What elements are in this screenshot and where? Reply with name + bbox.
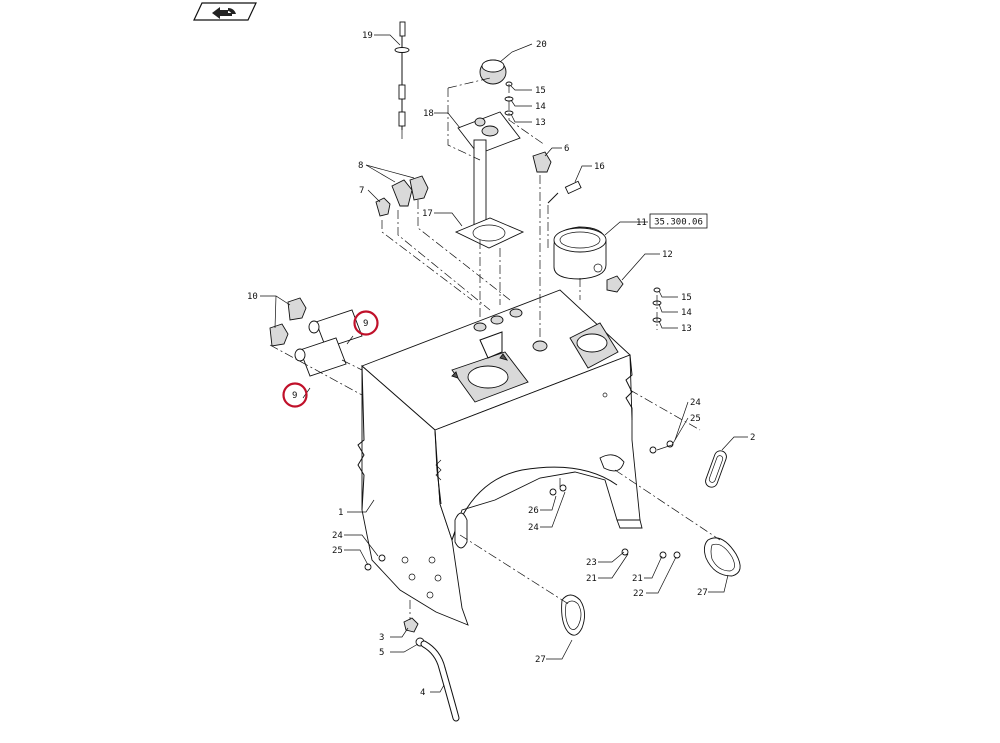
callout-20[interactable]: 20 <box>536 40 547 50</box>
callout-13[interactable]: 13 <box>681 324 692 334</box>
assembly-lines <box>269 77 721 620</box>
callout-9[interactable]: 9 <box>363 319 368 329</box>
callout-15[interactable]: 15 <box>681 293 692 303</box>
callout-6[interactable]: 6 <box>564 144 569 154</box>
callout-7[interactable]: 7 <box>359 186 364 196</box>
highlight-circle-9-lower <box>282 382 308 408</box>
bracket <box>479 331 503 359</box>
callout-24[interactable]: 24 <box>528 523 539 533</box>
callout-22[interactable]: 22 <box>633 589 644 599</box>
callout-24[interactable]: 24 <box>690 398 701 408</box>
callout-25[interactable]: 25 <box>690 414 701 424</box>
reference-box[interactable]: 35.300.06 <box>649 213 708 229</box>
callout-12[interactable]: 12 <box>662 250 673 260</box>
callout-24[interactable]: 24 <box>332 531 343 541</box>
callout-17[interactable]: 17 <box>422 209 433 219</box>
callout-1[interactable]: 1 <box>338 508 343 518</box>
callout-15[interactable]: 15 <box>535 86 546 96</box>
callout-14[interactable]: 14 <box>535 102 546 112</box>
filler-neck <box>457 111 521 241</box>
callout-10[interactable]: 10 <box>247 292 258 302</box>
seal-27-right <box>703 537 741 577</box>
bushings <box>473 308 548 352</box>
callout-27[interactable]: 27 <box>535 655 546 665</box>
adapter-fitting <box>606 275 624 293</box>
callout-9[interactable]: 9 <box>292 391 297 401</box>
callout-8[interactable]: 8 <box>358 161 363 171</box>
dipstick <box>394 21 410 130</box>
connectors <box>269 297 307 347</box>
highlight-circles <box>282 310 379 408</box>
callout-3[interactable]: 3 <box>379 633 384 643</box>
top-port-left <box>451 351 529 403</box>
callout-21[interactable]: 21 <box>586 574 597 584</box>
callout-19[interactable]: 19 <box>362 31 373 41</box>
highlight-circle-9-upper <box>353 310 379 336</box>
elbow-fittings <box>375 151 552 217</box>
seal-27-bottom <box>561 594 585 636</box>
small-bolts <box>364 440 681 571</box>
filter-elements <box>294 309 363 377</box>
previous-page-button[interactable] <box>193 2 257 21</box>
callout-14[interactable]: 14 <box>681 308 692 318</box>
drain-hose <box>420 640 460 722</box>
callout-23[interactable]: 23 <box>586 558 597 568</box>
callout-27[interactable]: 27 <box>697 588 708 598</box>
callout-18[interactable]: 18 <box>423 109 434 119</box>
previous-page-icon <box>212 7 236 19</box>
oval-cover-2 <box>705 450 727 488</box>
callout-13[interactable]: 13 <box>535 118 546 128</box>
callout-2[interactable]: 2 <box>750 433 755 443</box>
callout-5[interactable]: 5 <box>379 648 384 658</box>
callout-21[interactable]: 21 <box>632 574 643 584</box>
callout-11[interactable]: 11 <box>636 218 647 228</box>
filter-housing <box>553 226 607 280</box>
callout-labels: 19 20 15 14 13 18 6 16 8 7 17 11 12 15 1… <box>247 31 755 698</box>
callout-4[interactable]: 4 <box>420 688 425 698</box>
callout-25[interactable]: 25 <box>332 546 343 556</box>
gasket <box>454 217 525 249</box>
callout-16[interactable]: 16 <box>594 162 605 172</box>
leader-lines <box>260 34 748 693</box>
callout-26[interactable]: 26 <box>528 506 539 516</box>
drain-valve <box>403 617 425 647</box>
reference-box-label: 35.300.06 <box>654 218 703 228</box>
top-port-right <box>569 322 619 369</box>
sensor <box>547 180 582 204</box>
filler-cap <box>479 59 507 85</box>
